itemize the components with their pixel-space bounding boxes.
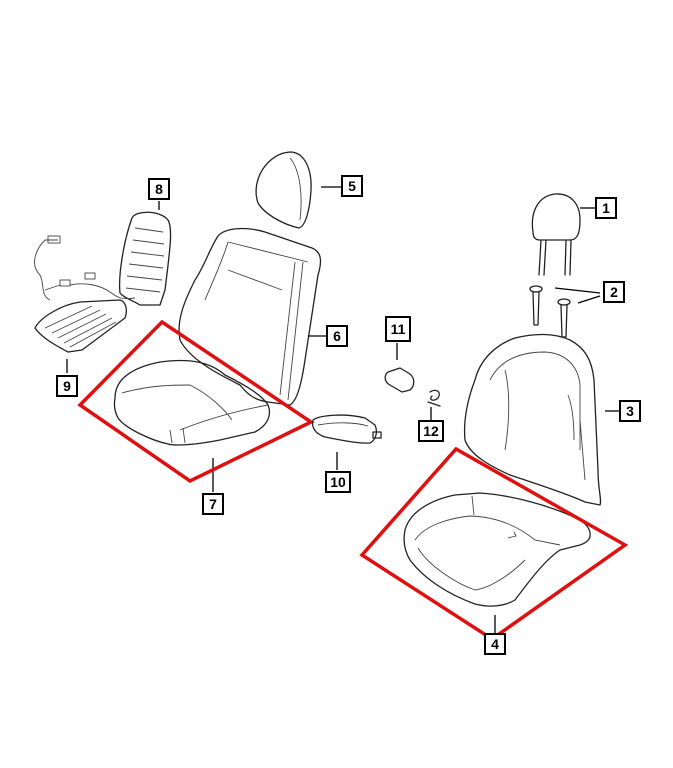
callout-10[interactable]: 10 [325,471,351,493]
part-4-highlight-box [359,446,629,642]
callout-5[interactable]: 5 [341,175,363,197]
callout-9[interactable]: 9 [56,375,78,397]
part-5-headrest-cover [255,151,312,229]
part-1-headrest [531,193,581,276]
part-4-seat-cushion-foam [403,492,591,607]
part-12-clip [427,389,441,407]
part-7-seat-cushion-cover [113,359,271,446]
callout-6[interactable]: 6 [326,325,348,347]
callout-1[interactable]: 1 [595,197,617,219]
callout-7[interactable]: 7 [202,493,224,515]
part-2-headrest-guides [529,285,571,338]
part-9-cushion-heater [34,235,136,353]
callout-4[interactable]: 4 [484,633,506,655]
callout-8[interactable]: 8 [148,178,170,200]
callout-12[interactable]: 12 [418,420,444,442]
callout-2[interactable]: 2 [603,281,625,303]
part-10-adjuster-handle [311,414,382,444]
part-3-seat-back [463,333,602,506]
part-6-seat-back-cover [178,227,322,406]
callout-11[interactable]: 11 [385,316,411,342]
part-7-highlight-box [77,319,315,484]
part-11-push-pin [384,367,415,393]
callout-3[interactable]: 3 [619,400,641,422]
part-8-back-heater [118,211,172,306]
